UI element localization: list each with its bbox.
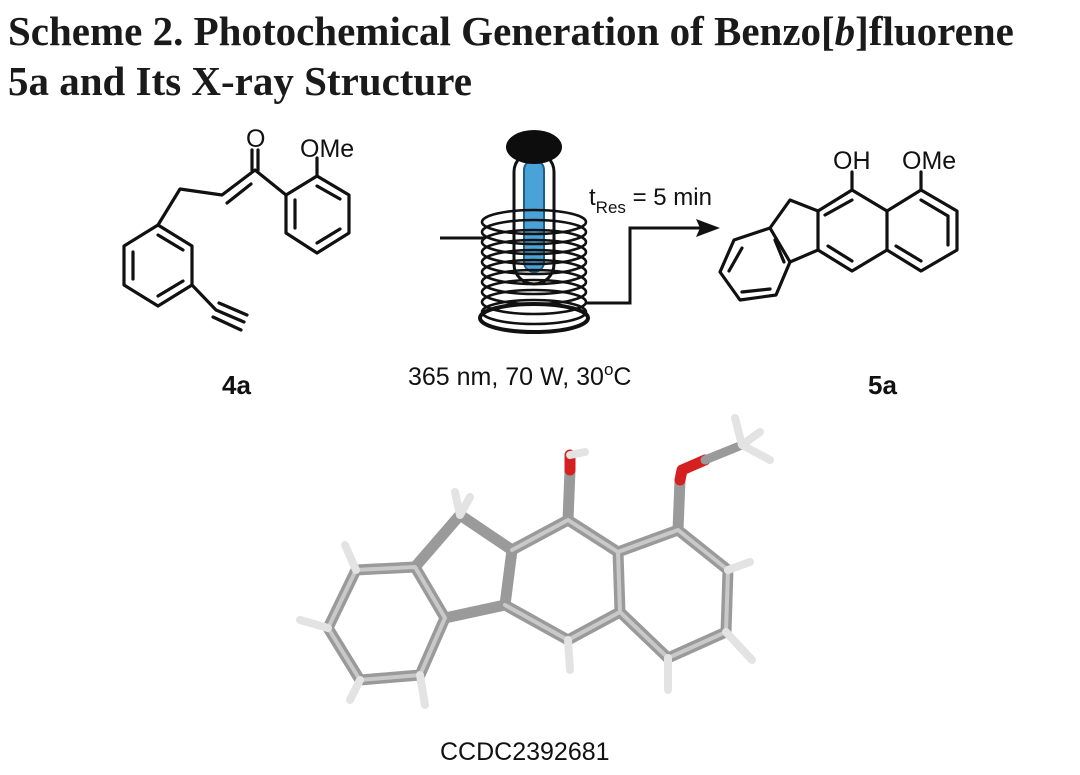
reactant-ome-label: OMe <box>300 135 354 163</box>
product-oh-label: OH <box>833 147 871 175</box>
conditions-label: 365 nm, 70 W, 30oC <box>408 360 631 391</box>
product-ome-label: OMe <box>902 147 956 175</box>
reactant-4a-structure <box>122 148 351 332</box>
reactant-id-label: 4a <box>222 370 251 400</box>
product-id-label: 5a <box>868 370 897 400</box>
scheme-title: Scheme 2. Photochemical Generation of Be… <box>8 8 1014 104</box>
residence-time-label: tRes = 5 min <box>589 184 712 217</box>
reactant-carbonyl-o-label: O <box>246 125 265 153</box>
ccdc-number-label: CCDC2392681 <box>440 738 610 766</box>
reaction-arrow <box>586 226 700 305</box>
xray-structure-model <box>296 414 774 709</box>
product-5a-structure <box>718 170 959 302</box>
photoreactor-icon <box>440 130 720 334</box>
